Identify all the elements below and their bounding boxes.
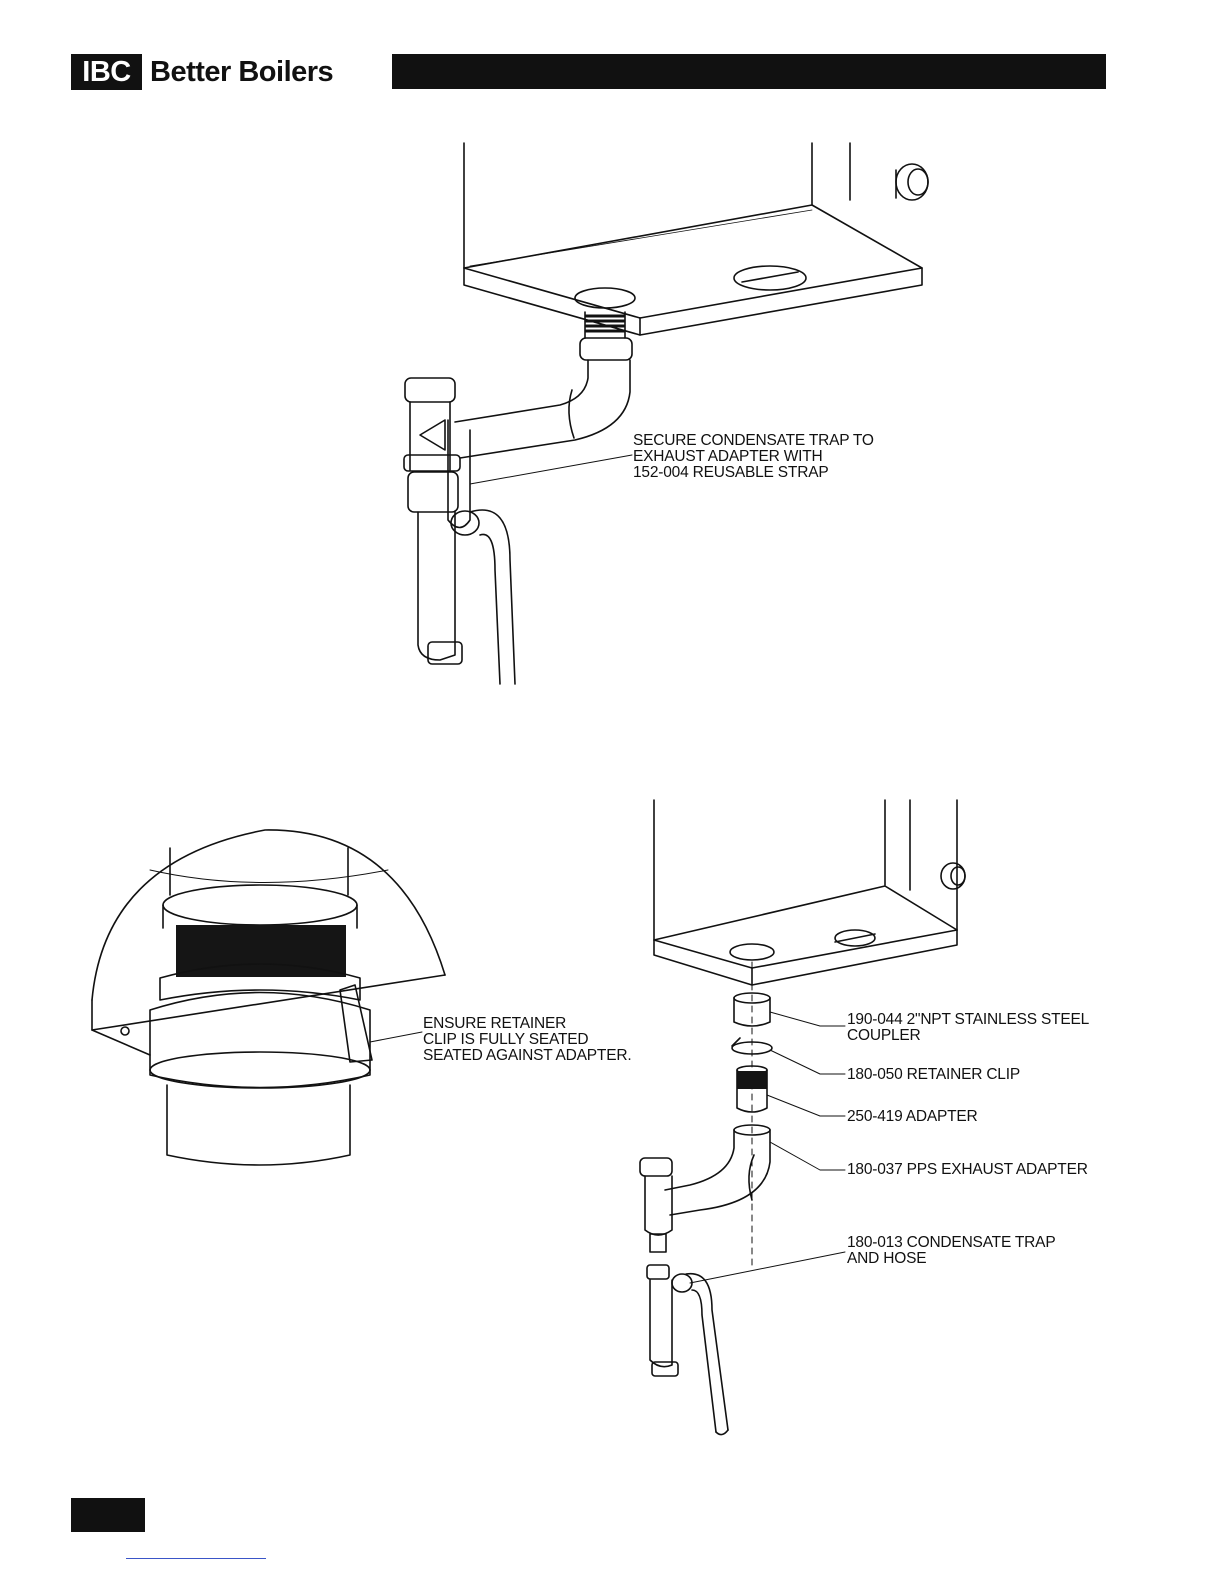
- exploded-view-drawing: [0, 790, 1224, 1450]
- callout-secure-strap: SECURE CONDENSATE TRAP TO EXHAUST ADAPTE…: [633, 433, 874, 481]
- installed-trap-drawing: [0, 0, 1224, 720]
- callout-coupler: 190-044 2"NPT STAINLESS STEEL COUPLER: [847, 1012, 1089, 1044]
- callout-retainer-clip: 180-050 RETAINER CLIP: [847, 1067, 1020, 1083]
- callout-pps-exhaust-adapter: 180-037 PPS EXHAUST ADAPTER: [847, 1162, 1088, 1178]
- footer-link[interactable]: [126, 1558, 266, 1559]
- page-number-box: [71, 1498, 145, 1532]
- callout-condensate-trap-hose: 180-013 CONDENSATE TRAP AND HOSE: [847, 1235, 1055, 1267]
- callout-adapter: 250-419 ADAPTER: [847, 1109, 978, 1125]
